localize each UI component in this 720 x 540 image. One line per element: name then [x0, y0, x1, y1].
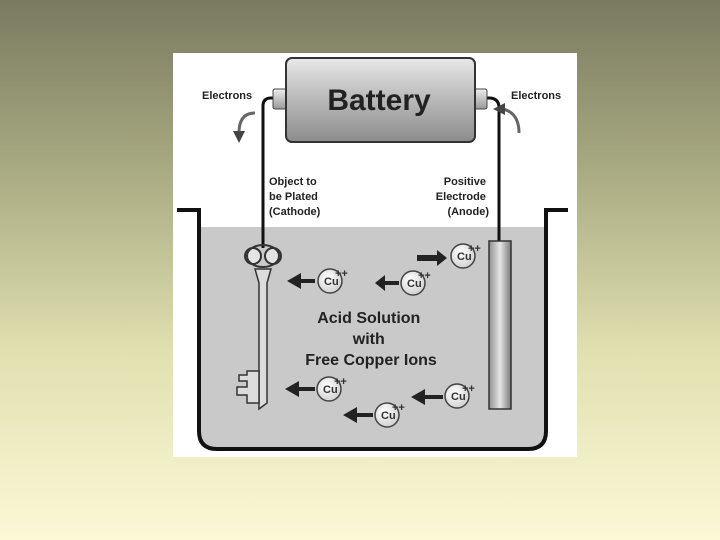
ion-symbol: Cu [451, 391, 466, 403]
electrons-label-right: Electrons [511, 90, 561, 102]
solution-label-line-3: Free Copper Ions [305, 352, 437, 369]
solution-label-line-1: Acid Solution [317, 310, 420, 327]
anode-electrode [488, 240, 512, 410]
tank-outline [177, 208, 568, 451]
battery: Battery [272, 57, 488, 143]
ion-symbol: Cu [324, 276, 339, 288]
cathode-label-line-2: be Plated [269, 191, 318, 203]
ion-charge: ++ [334, 376, 347, 388]
anode-label-line-3: (Anode) [447, 206, 489, 218]
copper-ion-3: Cu ++ [287, 268, 348, 294]
battery-label: Battery [327, 84, 431, 117]
ion-charge: ++ [392, 402, 405, 414]
electron-arrow-right-icon [493, 103, 521, 134]
cathode-wire [261, 96, 285, 248]
copper-ion-2: Cu ++ [375, 270, 431, 296]
electroplating-diagram: Battery Electrons Electrons Object to be… [173, 53, 577, 457]
solution-label: Acid Solution with Free Copper Ions [305, 310, 437, 369]
copper-ion-6: Cu ++ [343, 402, 405, 428]
ion-symbol: Cu [457, 251, 472, 263]
copper-ion-1: Cu ++ [417, 243, 481, 269]
ion-charge: ++ [468, 243, 481, 255]
copper-ion-4: Cu ++ [285, 376, 347, 402]
electrons-label-left: Electrons [202, 90, 252, 102]
anode-label: Positive Electrode (Anode) [436, 176, 490, 218]
key-cathode-object [236, 244, 282, 411]
electron-arrow-left-icon [233, 111, 256, 143]
anode-label-line-1: Positive [444, 176, 486, 188]
anode-label-line-2: Electrode [436, 191, 486, 203]
ion-symbol: Cu [323, 384, 338, 396]
cathode-label-line-1: Object to [269, 176, 317, 188]
ion-charge: ++ [462, 383, 475, 395]
copper-ion-5: Cu ++ [411, 383, 475, 409]
ion-charge: ++ [418, 270, 431, 282]
cathode-label-line-3: (Cathode) [269, 206, 321, 218]
solution-label-line-2: with [352, 331, 385, 348]
diagram-canvas: Battery Electrons Electrons Object to be… [177, 57, 568, 451]
ion-symbol: Cu [407, 278, 422, 290]
ion-symbol: Cu [381, 410, 396, 422]
ion-charge: ++ [335, 268, 348, 280]
anode-wire [475, 96, 501, 241]
cathode-label: Object to be Plated (Cathode) [269, 176, 321, 218]
